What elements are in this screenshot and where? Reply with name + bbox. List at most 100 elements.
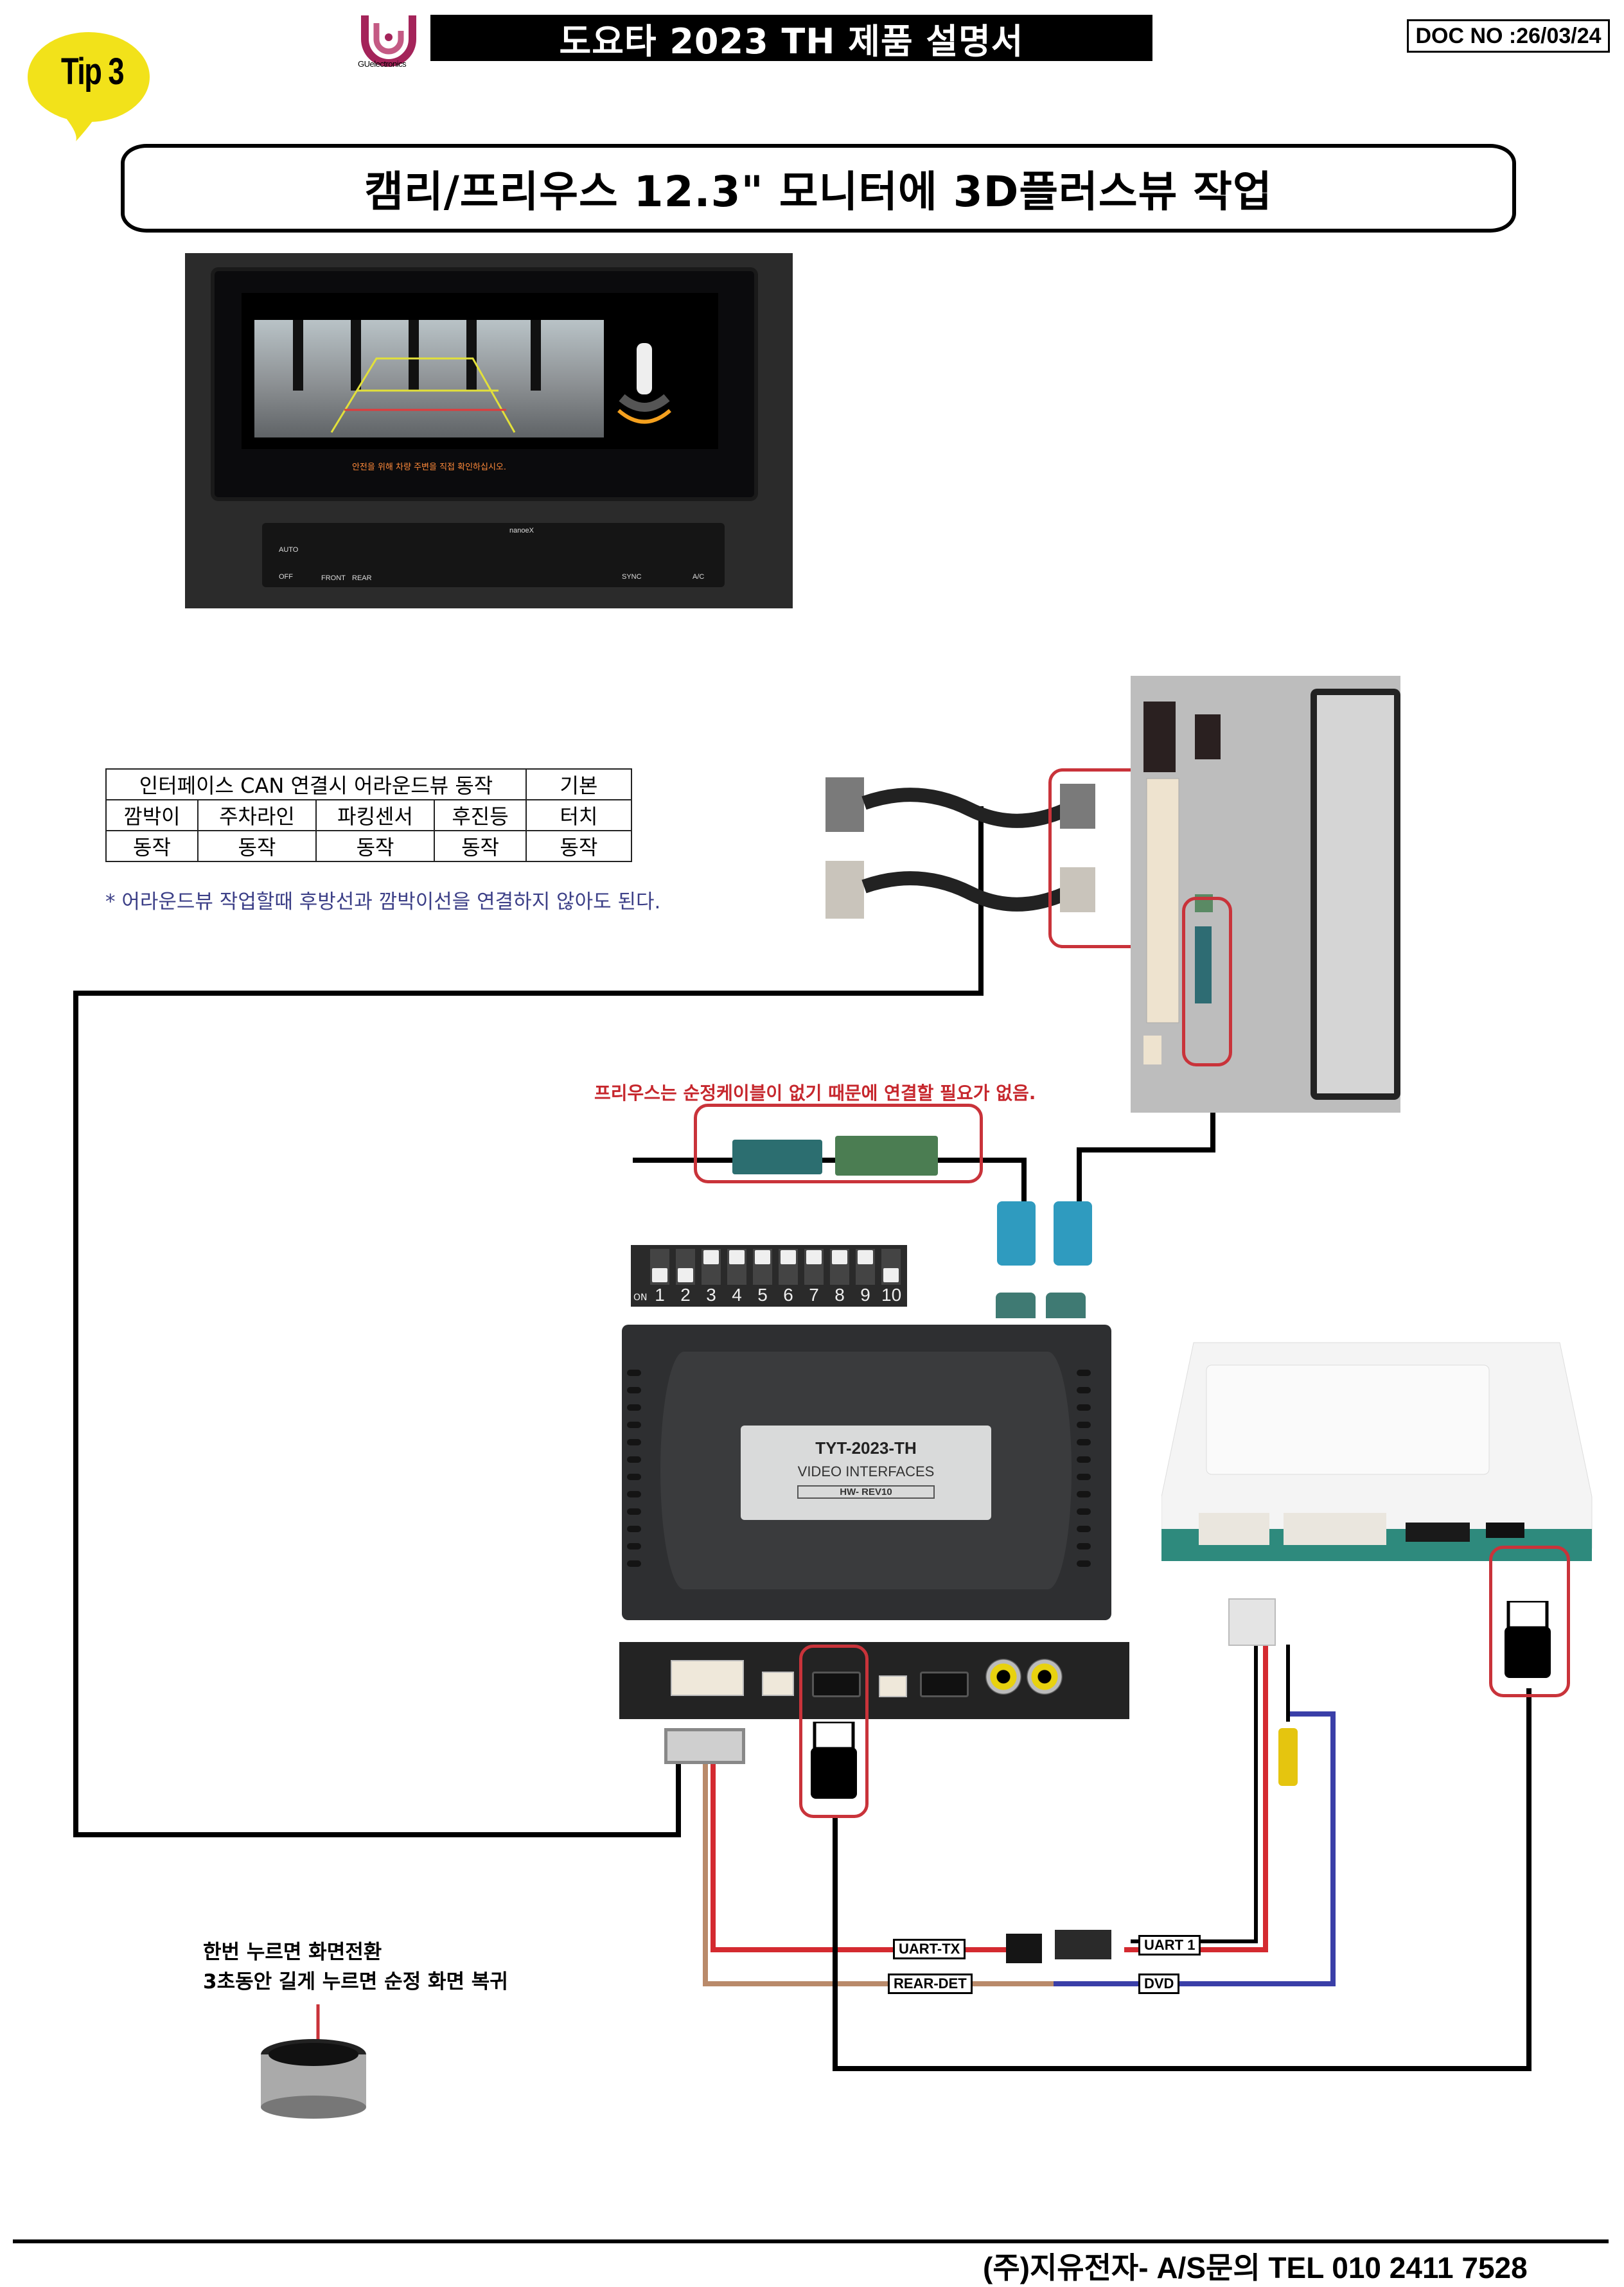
dip-switch-6[interactable] — [779, 1249, 798, 1285]
table-cell: 동작 — [315, 830, 436, 862]
vent-slot — [1077, 1543, 1091, 1550]
table-row: 동작 동작 동작 동작 동작 — [105, 830, 632, 862]
footer-contact: (주)지유전자- A/S문의 TEL 010 2411 7528 — [983, 2251, 1528, 2284]
vent-slot — [627, 1456, 641, 1463]
dip-knob — [781, 1250, 796, 1264]
rca-port-1[interactable] — [985, 1659, 1021, 1695]
parking-guide-lines — [330, 357, 516, 433]
climate-control-panel: AUTO OFF FRONT REAR SYNC A/C nanoeX — [262, 523, 725, 587]
vent-slot — [1077, 1508, 1091, 1515]
table-cell: 동작 — [197, 830, 317, 862]
dip-switch-5[interactable] — [753, 1249, 772, 1285]
hdmi-port-highlight — [799, 1645, 869, 1818]
dip-knob — [652, 1268, 667, 1282]
prius-cable-highlight — [694, 1104, 983, 1183]
vent-slot — [627, 1491, 641, 1497]
dip-number: 3 — [706, 1285, 716, 1305]
screen-warning-text: 안전을 위해 차량 주변을 직접 확인하십시오. — [351, 463, 507, 472]
table-cell: 후진등 — [434, 799, 527, 831]
vent-slot — [1077, 1439, 1091, 1445]
climate-nanoex: nanoeX — [509, 527, 534, 534]
dip-knob — [883, 1268, 899, 1282]
hdmi-output-port[interactable] — [920, 1672, 969, 1697]
dip-switch-10[interactable] — [881, 1249, 901, 1285]
dip-knob — [858, 1250, 873, 1264]
vent-slot — [1077, 1526, 1091, 1532]
dip-knob — [678, 1268, 693, 1282]
uart1-ground-wire — [1131, 1645, 1258, 1943]
3d-plus-view-box — [1161, 1342, 1593, 1561]
section-title-text: 캠리/프리우스 12.3" 모니터에 3D플러스뷰 작업 — [364, 167, 1273, 216]
dip-knob — [806, 1250, 822, 1264]
dip-switch-1[interactable] — [650, 1249, 669, 1285]
tip-label: Tip 3 — [61, 51, 125, 93]
table-cell: 터치 — [525, 799, 632, 831]
dip-knob — [703, 1250, 719, 1264]
dip-number: 2 — [680, 1285, 691, 1305]
aux-port[interactable] — [879, 1675, 907, 1697]
switch-knob[interactable] — [256, 2036, 371, 2120]
hdmi-plug-icon — [1505, 1601, 1551, 1678]
dip-switch-3[interactable] — [702, 1249, 721, 1285]
monitor-photo: 안전을 위해 차량 주변을 직접 확인하십시오. AUTO OFF FRONT … — [185, 253, 793, 608]
vent-slot — [627, 1543, 641, 1550]
uart-connector-male — [1006, 1934, 1042, 1963]
fakra-female-plug — [732, 1140, 822, 1174]
interface-type: VIDEO INTERFACES — [797, 1463, 935, 1479]
interface-side-ports — [619, 1642, 1129, 1719]
climate-sync: SYNC — [622, 573, 642, 581]
uart1-wire — [1124, 1645, 1268, 1952]
touch-port[interactable] — [762, 1672, 794, 1696]
document-title: 도요타 2023 TH 제품 설명서 — [430, 15, 1152, 62]
uart1-label: UART 1 — [1138, 1935, 1201, 1956]
knob-instructions: 한번 누르면 화면전환 3초동안 길게 누르면 순정 화면 복귀 — [203, 1938, 508, 1997]
climate-auto: AUTO — [279, 546, 299, 554]
interface-model: TYT-2023-TH — [815, 1438, 917, 1458]
vent-slot — [627, 1439, 641, 1445]
video-interface-box: TYT-2023-TH VIDEO INTERFACES HW- REV10 — [622, 1325, 1111, 1620]
footer-divider — [13, 2239, 1609, 2243]
vent-slot — [627, 1370, 641, 1376]
dip-number: 6 — [783, 1285, 793, 1305]
vent-slot — [627, 1474, 641, 1480]
dip-switch-7[interactable] — [804, 1249, 824, 1285]
dip-number: 1 — [655, 1285, 665, 1305]
fakra-plug-1 — [997, 1201, 1036, 1266]
dip-number: 5 — [757, 1285, 768, 1305]
table-header-cell: 기본 — [525, 768, 632, 800]
fakra-socket-2 — [1046, 1293, 1086, 1318]
knob-instruction-2: 3초동안 길게 누르면 순정 화면 복귀 — [203, 1970, 508, 1993]
parking-sensor-display — [617, 343, 671, 424]
rear-camera-view — [254, 320, 604, 437]
dip-switch-8[interactable] — [830, 1249, 849, 1285]
vent-slot — [627, 1560, 641, 1567]
dip-switch-2[interactable] — [676, 1249, 695, 1285]
climate-ac: A/C — [693, 573, 705, 581]
dip-switch-4[interactable] — [727, 1249, 746, 1285]
rca-port-2[interactable] — [1027, 1659, 1063, 1695]
fakra-socket-1 — [996, 1293, 1036, 1318]
doc-number: DOC NO :26/03/24 — [1407, 19, 1610, 53]
vent-slot — [1077, 1387, 1091, 1393]
table-cell: 동작 — [434, 830, 527, 862]
table-header-row: 인터페이스 CAN 연결시 어라운드뷰 동작 기본 — [105, 768, 632, 800]
interface-revision: HW- REV10 — [797, 1485, 935, 1499]
dip-knob — [832, 1250, 847, 1264]
gu-electronics-logo-icon — [361, 15, 416, 67]
dip-knob — [729, 1250, 745, 1264]
power-connector — [664, 1728, 745, 1764]
3d-box-connector — [1228, 1598, 1276, 1646]
3d-box-hdmi-highlight — [1489, 1546, 1570, 1697]
table-cell: 동작 — [525, 830, 632, 862]
dip-switch-9[interactable] — [856, 1249, 875, 1285]
knob-instruction-1: 한번 누르면 화면전환 — [203, 1941, 382, 1964]
hdmi-input-port[interactable] — [812, 1672, 861, 1697]
dip-number: 7 — [809, 1285, 819, 1305]
vent-slot — [627, 1526, 641, 1532]
table-cell: 동작 — [105, 830, 199, 862]
dvd-wire — [1054, 1711, 1336, 1986]
climate-rear: REAR — [352, 574, 372, 582]
vent-slot — [627, 1422, 641, 1428]
power-can-port[interactable] — [671, 1660, 744, 1696]
